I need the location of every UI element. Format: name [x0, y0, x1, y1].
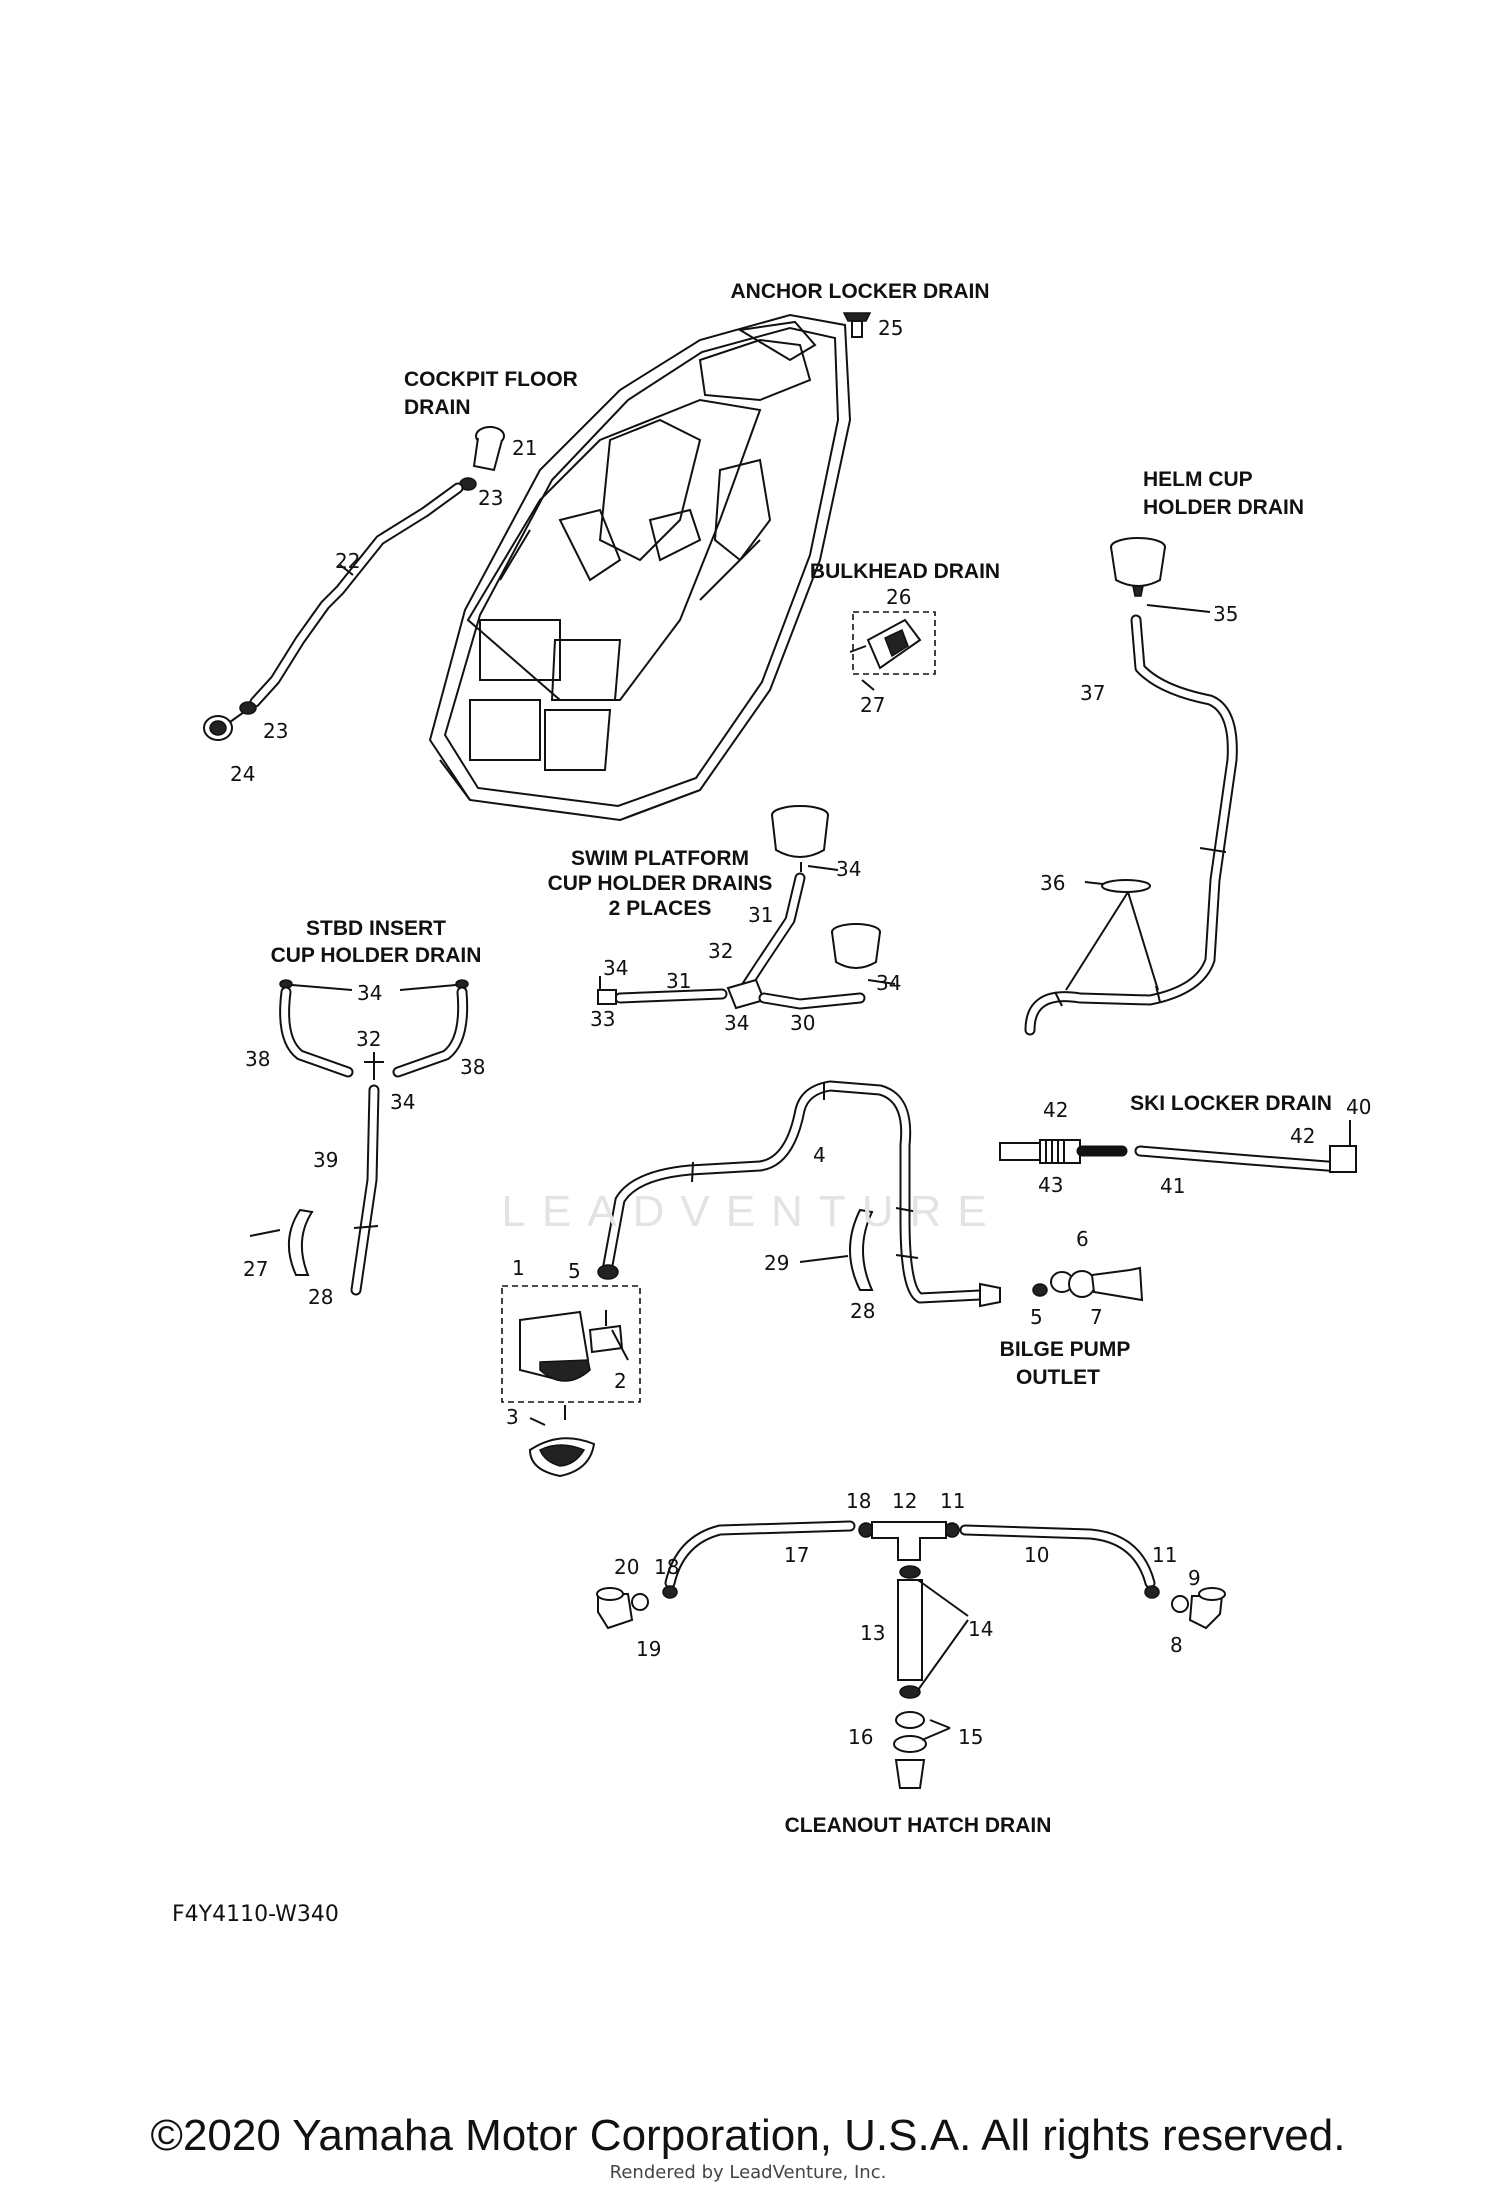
callout-34-stbd-top: 34 — [357, 981, 382, 1005]
watermark-text: LEADVENTURE — [501, 1187, 1002, 1236]
swim-platform-label-line2: CUP HOLDER DRAINS — [548, 872, 773, 895]
callout-14: 14 — [968, 1617, 993, 1641]
callout-23-lower: 23 — [263, 719, 288, 743]
callout-35: 35 — [1213, 602, 1238, 626]
stbd-insert-label-line1: STBD INSERT — [306, 917, 446, 940]
callout-27-bulkhead: 27 — [860, 693, 885, 717]
callout-30: 30 — [790, 1011, 815, 1035]
callout-5-outlet: 5 — [1030, 1305, 1043, 1329]
callout-36: 36 — [1040, 871, 1065, 895]
stbd-insert-label-line2: CUP HOLDER DRAIN — [271, 944, 482, 967]
swim-platform-drain-group: SWIM PLATFORM CUP HOLDER DRAINS 2 PLACES… — [548, 805, 901, 1035]
callout-40: 40 — [1346, 1095, 1371, 1119]
callout-41: 41 — [1160, 1174, 1185, 1198]
callout-15: 15 — [958, 1725, 983, 1749]
helm-cup-label-line2: HOLDER DRAIN — [1143, 496, 1304, 519]
callout-34-right: 34 — [876, 971, 901, 995]
callout-42-right: 42 — [1290, 1124, 1315, 1148]
copyright-notice: ©2020 Yamaha Motor Corporation, U.S.A. A… — [151, 2111, 1346, 2160]
callout-18-upper: 18 — [846, 1489, 871, 1513]
callout-2: 2 — [614, 1369, 627, 1393]
callout-32-swim: 32 — [708, 939, 733, 963]
stbd-insert-drain-group: STBD INSERT CUP HOLDER DRAIN 34 38 38 32… — [243, 917, 485, 1309]
rendered-by-credit: Rendered by LeadVenture, Inc. — [610, 2162, 887, 2183]
swim-platform-label-line1: SWIM PLATFORM — [571, 847, 749, 870]
callout-34-left: 34 — [603, 956, 628, 980]
callout-34-bottom: 34 — [724, 1011, 749, 1035]
callout-4: 4 — [813, 1143, 826, 1167]
callout-42-left: 42 — [1043, 1098, 1068, 1122]
callout-38-right: 38 — [460, 1055, 485, 1079]
callout-16: 16 — [848, 1725, 873, 1749]
bilge-pump-group: 4 5 29 28 6 5 7 BILGE PUMP OUTLET 1 2 3 — [501, 1080, 1144, 1478]
callout-17: 17 — [784, 1543, 809, 1567]
bulkhead-drain-group: BULKHEAD DRAIN 26 27 — [810, 560, 1000, 717]
callout-34-top: 34 — [836, 857, 861, 881]
callout-11-lower: 11 — [1152, 1543, 1177, 1567]
callout-26: 26 — [886, 585, 911, 609]
callout-28-stbd: 28 — [308, 1285, 333, 1309]
callout-39: 39 — [313, 1148, 338, 1172]
callout-37: 37 — [1080, 681, 1105, 705]
cleanout-hatch-drain-group: 18 12 11 17 10 18 11 20 9 19 8 14 13 15 … — [596, 1489, 1226, 1837]
callout-29: 29 — [764, 1251, 789, 1275]
callout-13: 13 — [860, 1621, 885, 1645]
callout-31-upper: 31 — [748, 903, 773, 927]
callout-28-bilge: 28 — [850, 1299, 875, 1323]
anchor-locker-drain-group: ANCHOR LOCKER DRAIN 25 — [731, 280, 990, 340]
ski-locker-drain-group: SKI LOCKER DRAIN 40 42 42 43 41 — [999, 1092, 1371, 1198]
callout-33: 33 — [590, 1007, 615, 1031]
callout-1: 1 — [512, 1256, 525, 1280]
cockpit-floor-label-line1: COCKPIT FLOOR — [404, 368, 578, 391]
callout-9: 9 — [1188, 1566, 1201, 1590]
callout-34-stbd-bottom: 34 — [390, 1090, 415, 1114]
callout-38-left: 38 — [245, 1047, 270, 1071]
callout-6: 6 — [1076, 1227, 1089, 1251]
helm-cup-holder-drain-group: HELM CUP HOLDER DRAIN 35 37 36 — [1024, 468, 1304, 1036]
callout-31-lower: 31 — [666, 969, 691, 993]
callout-22: 22 — [335, 549, 360, 573]
callout-23-upper: 23 — [478, 486, 503, 510]
callout-19: 19 — [636, 1637, 661, 1661]
callout-24: 24 — [230, 762, 255, 786]
callout-25: 25 — [878, 316, 903, 340]
bilge-pump-outlet-label-line1: BILGE PUMP — [1000, 1338, 1131, 1361]
drawing-code: F4Y4110-W340 — [172, 1902, 339, 1927]
callout-21: 21 — [512, 436, 537, 460]
callout-7: 7 — [1090, 1305, 1103, 1329]
bulkhead-drain-label: BULKHEAD DRAIN — [810, 560, 1000, 583]
helm-cup-label-line1: HELM CUP — [1143, 468, 1253, 491]
cleanout-hatch-drain-label: CLEANOUT HATCH DRAIN — [785, 1814, 1052, 1837]
callout-10: 10 — [1024, 1543, 1049, 1567]
bilge-pump-outlet-label-line2: OUTLET — [1016, 1366, 1100, 1389]
anchor-locker-drain-label: ANCHOR LOCKER DRAIN — [731, 280, 990, 303]
callout-11-upper: 11 — [940, 1489, 965, 1513]
ski-locker-drain-label: SKI LOCKER DRAIN — [1130, 1092, 1332, 1115]
callout-3: 3 — [506, 1405, 519, 1429]
callout-18-lower: 18 — [654, 1555, 679, 1579]
boat-hull-drawing — [428, 313, 852, 822]
cockpit-floor-drain-group: COCKPIT FLOOR DRAIN 21 23 22 23 24 — [203, 368, 578, 786]
callout-43: 43 — [1038, 1173, 1063, 1197]
callout-8: 8 — [1170, 1633, 1183, 1657]
callout-20: 20 — [614, 1555, 639, 1579]
callout-27-stbd: 27 — [243, 1257, 268, 1281]
callout-32-stbd: 32 — [356, 1027, 381, 1051]
callout-12: 12 — [892, 1489, 917, 1513]
cockpit-floor-label-line2: DRAIN — [404, 396, 471, 419]
callout-5-pump: 5 — [568, 1259, 581, 1283]
swim-platform-label-line3: 2 PLACES — [609, 897, 712, 920]
